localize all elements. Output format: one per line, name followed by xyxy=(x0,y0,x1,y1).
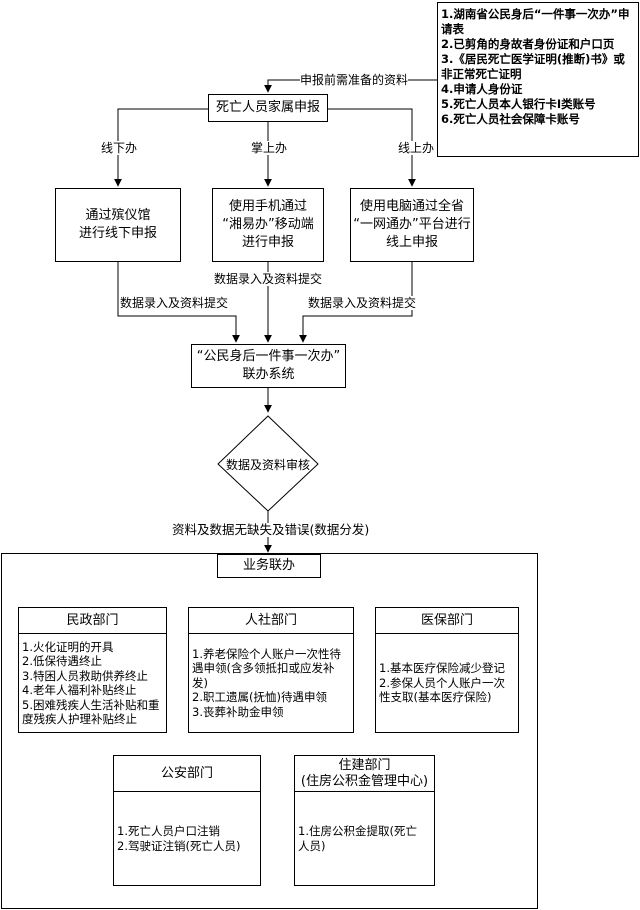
arrow-offline-submit xyxy=(117,262,240,343)
arrow-online-submit xyxy=(299,262,413,343)
node-line: 使用电脑通过全省 xyxy=(359,199,464,214)
node-joint-system: “公民身后一件事一次办” 联办系统 xyxy=(191,344,346,388)
list-item: 1.住房公积金提取(死亡 xyxy=(298,824,417,838)
list-item: 2.驾驶证注销(死亡人员) xyxy=(117,838,241,853)
list-item: 3.丧葬补助金申领 xyxy=(192,704,284,719)
dept-police-list: 1.死亡人员户口注销 2.驾驶证注销(死亡人员) xyxy=(114,792,260,885)
arrow-online xyxy=(328,108,416,187)
dept-police: 公安部门 1.死亡人员户口注销 2.驾驶证注销(死亡人员) xyxy=(113,755,261,886)
list-item: 2.参保人员个人账户一次 xyxy=(379,675,505,690)
list-item: 1.基本医疗保险减少登记 xyxy=(379,661,505,676)
node-line: “一网通办”平台进行 xyxy=(353,217,471,232)
dept-civil-title: 民政部门 xyxy=(19,608,166,634)
node-line: 进行申报 xyxy=(241,235,294,250)
node-pc-platform: 使用电脑通过全省 “一网通办”平台进行 线上申报 xyxy=(350,188,474,262)
node-phone-app: 使用手机通过 “湘易办”移动端 进行申报 xyxy=(212,188,324,262)
list-item: 2.职工遗属(抚恤)待遇申领 xyxy=(192,690,327,705)
list-item: 人员) xyxy=(298,838,326,853)
node-line: “湘易办”移动端 xyxy=(222,217,314,232)
label-prep: 申报前需准备的资料 xyxy=(300,73,409,87)
dept-housing-title: 住建部门 (住房公积金管理中心) xyxy=(295,756,434,792)
node-line: 进行线下申报 xyxy=(78,226,157,241)
dept-housing-list: 1.住房公积金提取(死亡 人员) xyxy=(295,792,434,885)
list-item: 度残疾人护理补贴终止 xyxy=(22,712,137,726)
requirements-box: 1.湖南省公民身后“一件事一次办”申请表 2.已剪角的身故者身份证和户口页 3.… xyxy=(437,2,639,157)
node-line: “公民身后一件事一次办” xyxy=(196,349,341,364)
dept-medical: 医保部门 1.基本医疗保险减少登记 2.参保人员个人账户一次 性支取(基本医疗保… xyxy=(375,607,519,733)
dept-hr: 人社部门 1.养老保险个人账户一次性待 遇申领(含多领抵扣或应发补 发) 2.职… xyxy=(188,607,354,733)
label-offline: 线下办 xyxy=(101,141,138,155)
node-business-text: 业务联办 xyxy=(242,558,295,573)
requirement-item: 6.死亡人员社会保障卡账号 xyxy=(441,112,580,126)
arrow-offline xyxy=(114,108,208,187)
label-no-defect: 资料及数据无缺失及错误(数据分发) xyxy=(172,522,370,537)
label-data-submit-offline: 数据录入及资料提交 xyxy=(120,296,229,310)
requirement-item: 1.湖南省公民身后“一件事一次办”申请表 xyxy=(441,7,630,36)
dept-housing: 住建部门 (住房公积金管理中心) 1.住房公积金提取(死亡 人员) xyxy=(294,755,435,886)
list-item: 1.火化证明的开具 xyxy=(22,639,114,654)
dept-hr-title: 人社部门 xyxy=(189,608,353,634)
dept-medical-title: 医保部门 xyxy=(376,608,518,634)
requirement-item: 5.死亡人员本人银行卡Ⅰ类账号 xyxy=(441,97,596,111)
list-item: 性支取(基本医疗保险) xyxy=(379,690,492,705)
requirement-item: 3.《居民死亡医学证明(推断)书》或非正常死亡证明 xyxy=(441,52,625,81)
requirement-item: 2.已剪角的身故者身份证和户口页 xyxy=(441,37,615,51)
requirement-item: 4.申请人身份证 xyxy=(441,82,523,96)
list-item: 3.特困人员救助供养终止 xyxy=(22,668,148,683)
business-frame xyxy=(1,553,538,909)
list-item: 2.低保待遇终止 xyxy=(22,654,102,668)
node-review: 数据及资料审核 xyxy=(218,454,318,474)
node-business: 业务联办 xyxy=(217,554,321,578)
list-item: 5.困难残疾人生活补贴和重 xyxy=(22,697,160,712)
dept-civil: 民政部门 1.火化证明的开具 2.低保待遇终止 3.特困人员救助供养终止 4.老… xyxy=(18,607,167,733)
dept-housing-title-line: 住建部门 xyxy=(338,757,391,773)
node-line: 通过殡仪馆 xyxy=(85,208,151,223)
node-line: 联办系统 xyxy=(242,367,295,382)
list-item: 1.死亡人员户口注销 xyxy=(117,824,220,838)
list-item: 1.养老保险个人账户一次性待 xyxy=(192,646,341,661)
review-diamond xyxy=(217,415,319,512)
list-item: 遇申领(含多领抵扣或应发补 xyxy=(192,661,335,676)
dept-civil-list: 1.火化证明的开具 2.低保待遇终止 3.特困人员救助供养终止 4.老年人福利补… xyxy=(19,634,166,732)
dept-hr-list: 1.养老保险个人账户一次性待 遇申领(含多领抵扣或应发补 发) 2.职工遗属(抚… xyxy=(189,634,353,732)
dept-housing-title-line: (住房公积金管理中心) xyxy=(300,773,429,789)
dept-medical-list: 1.基本医疗保险减少登记 2.参保人员个人账户一次 性支取(基本医疗保险) xyxy=(376,634,518,732)
list-item: 4.老年人福利补贴终止 xyxy=(22,683,137,697)
node-family-apply-text: 死亡人员家属申报 xyxy=(215,100,320,115)
label-data-submit-mobile: 数据录入及资料提交 xyxy=(214,272,323,286)
node-line: 线上申报 xyxy=(385,235,438,250)
label-mobile: 掌上办 xyxy=(251,141,288,155)
node-review-text: 数据及资料审核 xyxy=(225,457,310,472)
label-online: 线上办 xyxy=(398,141,435,155)
node-family-apply: 死亡人员家属申报 xyxy=(208,94,328,122)
label-data-submit-online: 数据录入及资料提交 xyxy=(308,296,417,310)
list-item: 发) xyxy=(192,675,208,690)
node-line: 使用手机通过 xyxy=(228,199,307,214)
dept-police-title: 公安部门 xyxy=(114,756,260,792)
node-funeral-home: 通过殡仪馆 进行线下申报 xyxy=(55,188,181,262)
